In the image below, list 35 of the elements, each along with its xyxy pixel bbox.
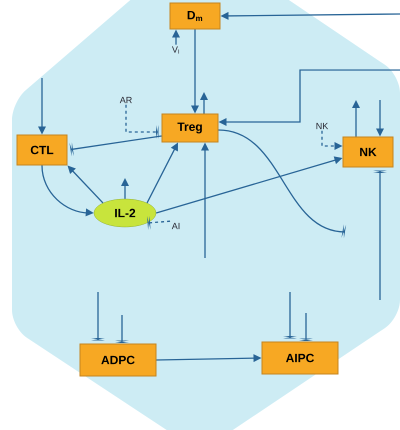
dashed-arrow xyxy=(321,130,342,150)
arrow xyxy=(156,156,342,214)
arrow xyxy=(156,354,262,362)
inhibition-line xyxy=(299,313,313,341)
signal-label: AI xyxy=(172,222,180,230)
cell-box: Treg xyxy=(162,114,218,142)
cell-box: AIPC xyxy=(262,342,338,374)
cell-box: D$_{m}$ xyxy=(170,2,220,30)
arrow xyxy=(172,30,180,45)
inhibition-line xyxy=(115,315,129,343)
inhibition-line xyxy=(283,292,297,338)
arrow xyxy=(376,100,384,136)
inhibition-line xyxy=(218,129,346,238)
cell-box: ADPC xyxy=(80,344,156,376)
arrow xyxy=(146,142,178,204)
cell-box: NK xyxy=(342,136,394,168)
signal-label: AR xyxy=(120,96,132,104)
inhibition-line xyxy=(69,135,162,156)
dashed-inhibition-line xyxy=(125,104,158,139)
arrow xyxy=(191,30,199,114)
arrow xyxy=(41,165,94,216)
arrow xyxy=(352,100,360,136)
arrow xyxy=(218,69,400,126)
arrow xyxy=(68,166,104,204)
arrow xyxy=(38,78,46,134)
signal-label: NK xyxy=(316,122,328,130)
arrow xyxy=(201,142,209,258)
arrow xyxy=(121,178,129,199)
inhibition-line xyxy=(91,292,105,340)
signal-label: V$_{I}$ xyxy=(172,46,180,54)
inhibition-line xyxy=(373,170,387,300)
arrow xyxy=(220,12,400,20)
arrow xyxy=(200,92,208,114)
cell-box: CTL xyxy=(16,134,68,166)
dashed-inhibition-line xyxy=(147,216,170,230)
